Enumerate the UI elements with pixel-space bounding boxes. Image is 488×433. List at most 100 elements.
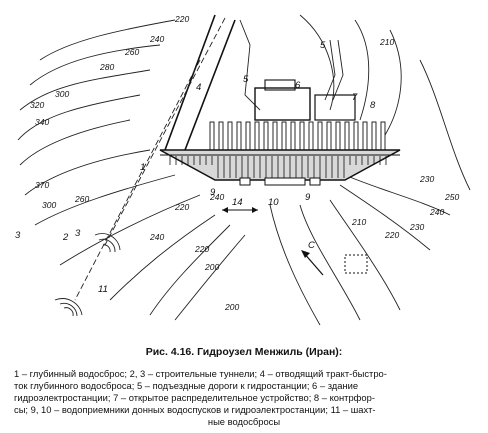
buttress [290,121,296,151]
contour-line [19,119,131,166]
callout-5: 5 [243,74,249,85]
callout-7: 7 [352,92,358,103]
powerhouse-roof [264,79,296,91]
buttress [362,121,368,151]
callout-11: 11 [98,284,108,295]
buttress [344,121,350,151]
construction-tunnel [104,17,226,246]
contour-label: 240 [209,192,224,202]
contour-label: 230 [409,222,424,232]
contour-line [19,69,151,111]
callout-8: 8 [370,100,376,111]
spillway-chute [184,19,236,151]
access-road [324,39,336,101]
intake-structure [264,177,306,186]
contour-line [29,44,161,86]
north-label: С [308,240,315,251]
buttress [353,121,359,151]
callout-9: 9 [305,192,311,203]
buttresses [209,121,386,151]
contour-label: 240 [149,232,164,242]
contour-label: 200 [204,262,219,272]
intake-structure [309,177,321,186]
caption-line: 1 – глубинный водосброс; 2, 3 – строител… [14,368,387,379]
contour-line [329,199,401,311]
contour-label: 240 [149,34,164,44]
buttress [218,121,224,151]
callout-3: 3 [75,228,81,239]
switchyard [314,94,356,121]
contour-label: 250 [444,192,459,202]
settlement [344,254,368,274]
buttress [263,121,269,151]
callout-5: 5 [320,40,326,51]
contour-line [109,214,216,301]
callout-4: 4 [196,82,201,93]
dam-hatching [169,156,387,178]
dam-crest [159,149,401,181]
buttress [245,121,251,151]
buttress [236,121,242,151]
contour-line [17,94,141,141]
contour-line [174,234,246,321]
north-arrow-head [301,250,310,258]
contour-line [299,14,335,111]
contour-label: 260 [74,194,89,204]
dimension-14: 14 [232,197,243,208]
contour-label: 220 [384,230,399,240]
access-road [332,39,344,101]
contour-line [34,174,176,226]
caption-line: ток глубинного водосброса; 5 – подъездны… [14,380,359,391]
contour-label: 220 [194,244,209,254]
callout-2: 2 [62,232,69,243]
buttress [317,121,323,151]
callout-1: 1 [140,162,145,173]
contour-line [24,149,151,196]
contour-label: 300 [55,89,69,99]
buttress [308,121,314,151]
buttress [254,121,260,151]
dimension-arrow [222,207,228,213]
intake-structure [239,177,251,186]
contour-line [344,174,451,216]
callout-3: 3 [15,230,21,241]
caption-line: ные водосбросы [207,416,281,427]
contour-line [39,19,176,61]
construction-tunnel [74,59,201,301]
dam-plan-drawing: 220 240 260 280 300 320 340 370 300 260 … [15,14,471,326]
contour-label: 320 [30,100,44,110]
contour-line [149,224,231,316]
buttress [380,121,386,151]
powerhouse-building [254,87,311,121]
contour-label: 340 [35,117,49,127]
contour-label: 200 [224,302,239,312]
buttress [227,121,233,151]
contour-label: 260 [124,47,139,57]
callout-6: 6 [295,80,301,91]
contour-line [299,204,361,321]
contour-line [339,184,431,251]
contour-label: 230 [419,174,434,184]
buttress [281,121,287,151]
shaft-spillway [94,233,121,253]
shaft-spillway [54,298,83,317]
buttress [209,121,215,151]
buttress [272,121,278,151]
contour-line [59,194,201,266]
callout-9: 9 [210,187,216,198]
contour-label: 240 [429,207,444,217]
contour-label: 210 [351,217,366,227]
contour-label: 300 [42,200,56,210]
spillway-chute [164,14,216,151]
contour-line [384,29,402,136]
access-road [239,19,261,111]
contour-line [269,204,321,326]
buttress [335,121,341,151]
buttress [299,121,305,151]
caption-title: Рис. 4.16. Гидроузел Менжиль (Иран): [145,346,343,358]
buttress [371,121,377,151]
caption-line: сы; 9, 10 – водоприемники донных водоспу… [14,404,376,415]
contour-label: 370 [35,180,49,190]
dimension-arrow [252,207,258,213]
contour-label: 280 [99,62,114,72]
